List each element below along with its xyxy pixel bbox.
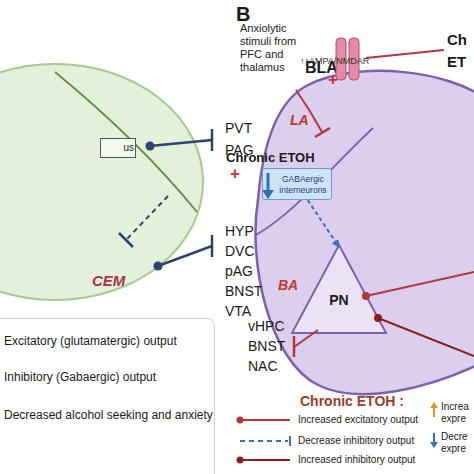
region-label: CEM <box>92 272 125 290</box>
condition-label: ET <box>447 53 466 71</box>
region-outline <box>256 71 474 394</box>
legend-sample <box>240 419 290 421</box>
cell-label: GABAergic interneurons <box>275 174 331 196</box>
condition-heading: Chronic ETOH : <box>300 393 404 410</box>
target-label: HYP DVC pAG BNST VTA <box>225 221 270 321</box>
legend-label: Inhibitory (Gabaergic) output <box>4 370 156 384</box>
legend-sample <box>289 436 291 446</box>
condition-label: Chronic ETOH <box>226 150 315 166</box>
nucleus-box: us <box>100 138 136 158</box>
brain-region-ellipse-outline <box>0 62 205 302</box>
plus-sign: + <box>328 70 338 90</box>
legend-label: Decreased alcohol seeking and anxiety <box>4 408 213 422</box>
neuron-triangle: PN <box>290 243 388 335</box>
region-label: BA <box>278 277 298 294</box>
decrease-arrow <box>267 173 270 192</box>
legend-sample <box>240 440 288 442</box>
subregion-border <box>55 72 197 212</box>
receptor-label: ↑↑AMPA/NMDAR <box>300 56 369 67</box>
legend-sample <box>240 459 290 461</box>
legend-arrow <box>430 442 438 448</box>
legend-arrow <box>430 402 438 408</box>
source-label: vHPC BNST NAC <box>248 316 288 376</box>
interneuron-box: GABAergic interneurons <box>262 168 332 200</box>
legend-label: Excitatory (glutamatergic) output <box>4 334 177 348</box>
nucleus-label: us <box>101 142 134 154</box>
plus-sign: + <box>230 164 240 184</box>
input-line <box>366 50 444 58</box>
legend-label: Decrease inhibitory output <box>298 435 414 447</box>
region-outline <box>0 64 203 300</box>
legend-label: Decre expre <box>441 431 473 455</box>
neuron-triangle-outline <box>290 243 388 335</box>
legend-label: Increa expre <box>441 401 473 425</box>
legend-label: Increased excitatory output <box>298 414 418 426</box>
output-bar <box>211 129 214 151</box>
output-bar <box>211 235 214 257</box>
subregion-border <box>256 128 373 235</box>
neuron-outline <box>292 245 386 333</box>
condition-label: Ch <box>447 31 467 49</box>
region-label: LA <box>290 112 309 129</box>
legend-label: Increased inhibitory output <box>298 454 415 466</box>
input-note: Anxiolytic stimuli from PFC and thalamus <box>240 22 312 74</box>
brain-region-ellipse: CEM us <box>0 62 205 302</box>
